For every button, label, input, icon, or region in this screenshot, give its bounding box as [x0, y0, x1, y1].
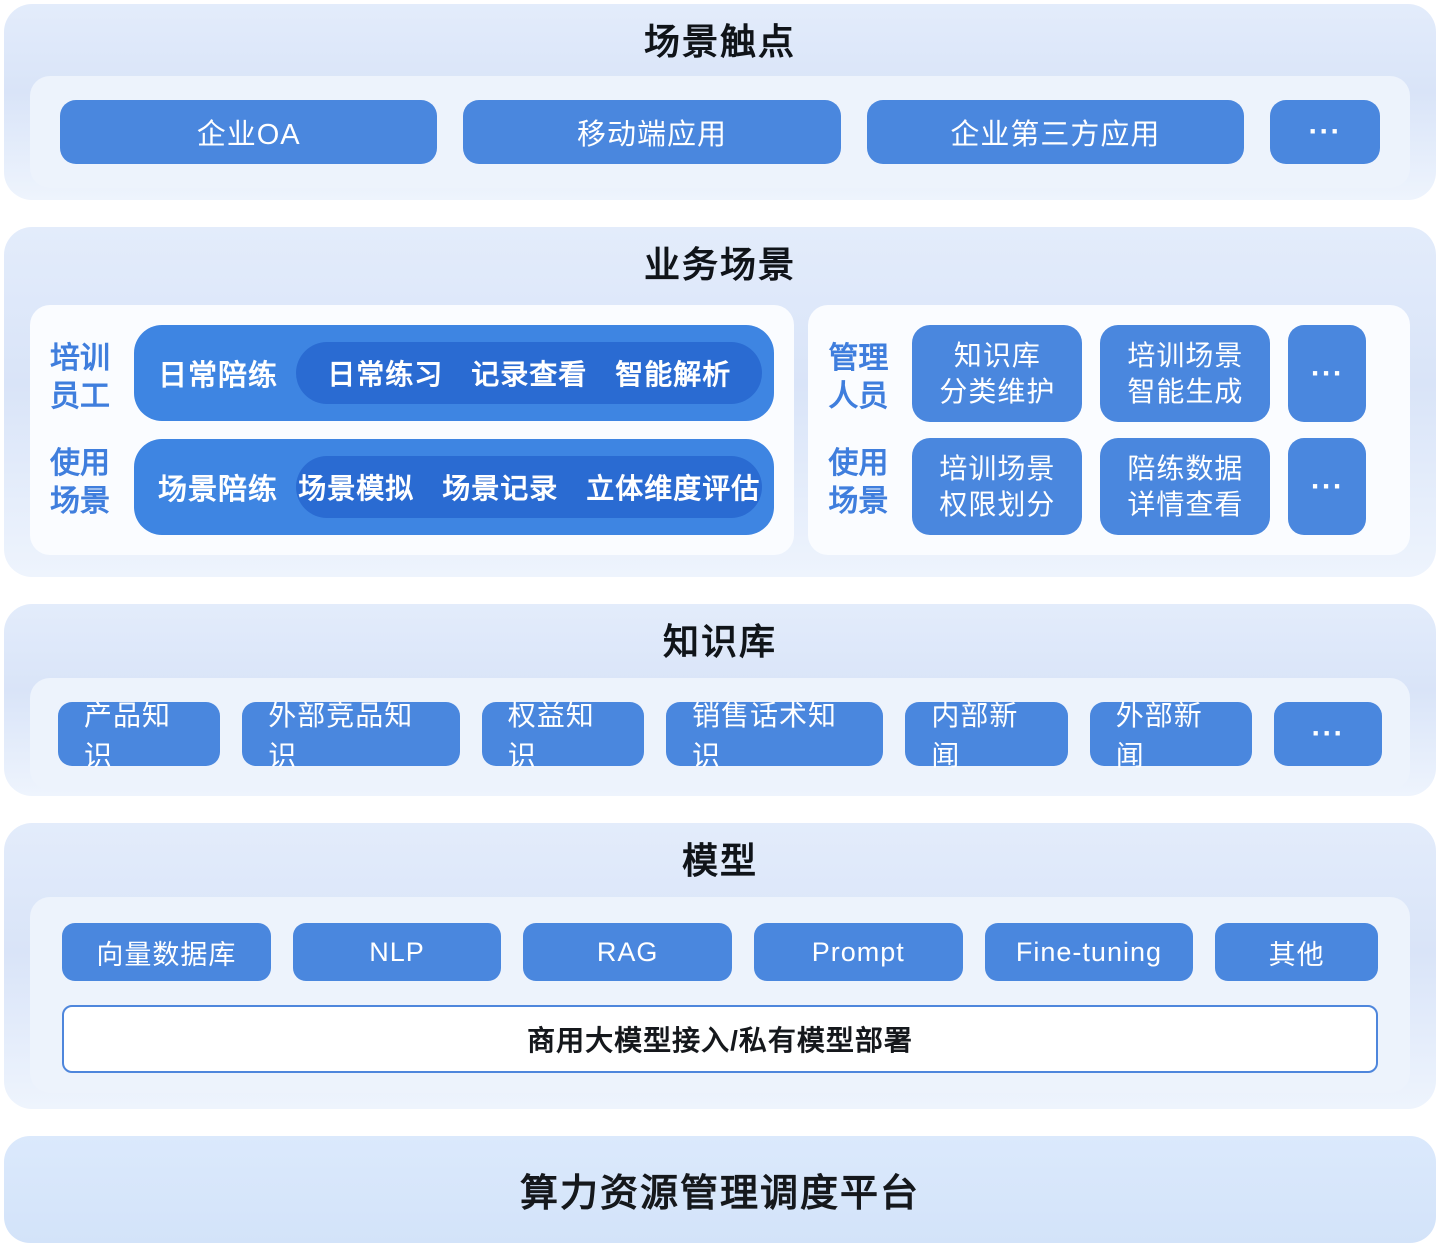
item-scene-record: 场景记录: [442, 473, 559, 504]
manager-rows: 知识库 分类维护 培训场景 智能生成 ··· 培训场景 权限划分: [912, 325, 1390, 535]
scene-sparring-items: 场景模拟 场景记录 立体维度评估: [296, 456, 763, 518]
block-line: 陪练数据: [1127, 452, 1244, 484]
block-internal-news: 内部新闻: [905, 700, 1068, 771]
section-touchpoints: 场景触点 企业OA 移动端应用 企业第三方应用 ···: [4, 4, 1436, 214]
item-daily-practice: 日常练习: [327, 359, 444, 390]
section-title-compute-platform: 算力资源管理调度平台: [519, 1173, 920, 1215]
block-sales-script-knowledge: 销售话术知识: [665, 700, 884, 771]
label-line: 培训: [50, 341, 110, 375]
daily-sparring-pill: 日常陪练 日常练习 记录查看 智能解析: [134, 325, 775, 421]
item-smart-analysis: 智能解析: [615, 359, 732, 390]
block-external-news: 外部新闻: [1089, 700, 1252, 771]
section-knowledge-base: 知识库 产品知识 外部竞品知识 权益知识 销售话术知识 内部新闻 外部新闻 ··…: [4, 604, 1436, 810]
training-staff-label: 培训 员工 使用 场景: [50, 325, 120, 535]
label-line: 使用: [50, 446, 110, 480]
section-compute-platform: 算力资源管理调度平台: [4, 1136, 1436, 1243]
block-third-party-app: 企业第三方应用: [866, 100, 1244, 164]
block-line: 权限划分: [939, 488, 1056, 520]
touchpoints-panel: 企业OA 移动端应用 企业第三方应用 ···: [30, 76, 1410, 188]
label-usage-scene: 使用 场景: [828, 445, 898, 521]
business-groups: 培训 员工 使用 场景 日常陪练 日常练习 记录查看 智能解析: [30, 305, 1410, 555]
training-pill-rows: 日常陪练 日常练习 记录查看 智能解析 场景陪练 场景模拟 场景记录 立体维度评…: [134, 325, 775, 535]
ellipsis-manager-row-1: ···: [1288, 325, 1367, 422]
block-line: 智能生成: [1127, 375, 1244, 407]
manager-row-2: 培训场景 权限划分 陪练数据 详情查看 ···: [912, 438, 1390, 535]
label-line: 员工: [50, 379, 110, 413]
block-kb-category-maintenance: 知识库 分类维护: [912, 325, 1083, 422]
block-vector-database: 向量数据库: [62, 923, 271, 981]
block-scene-permission: 培训场景 权限划分: [912, 438, 1083, 535]
label-line: 场景: [50, 484, 110, 518]
block-line: 培训场景: [1127, 339, 1244, 371]
section-business-scenarios: 业务场景 培训 员工 使用 场景 日常陪练: [4, 227, 1436, 591]
knowledge-panel: 产品知识 外部竞品知识 权益知识 销售话术知识 内部新闻 外部新闻 ···: [30, 678, 1410, 790]
block-mobile-app: 移动端应用: [463, 100, 841, 164]
block-enterprise-oa: 企业OA: [60, 100, 438, 164]
label-manager: 管理 人员: [828, 340, 898, 416]
label-line: 人员: [828, 379, 889, 413]
scene-sparring-label: 场景陪练: [158, 474, 279, 506]
block-product-knowledge: 产品知识: [58, 700, 221, 771]
ellipsis-touchpoints: ···: [1269, 100, 1380, 164]
daily-sparring-items: 日常练习 记录查看 智能解析: [296, 342, 763, 404]
manager-row-1: 知识库 分类维护 培训场景 智能生成 ···: [912, 325, 1390, 422]
section-title-touchpoints: 场景触点: [643, 21, 796, 62]
block-prompt: Prompt: [753, 923, 963, 981]
block-line: 分类维护: [939, 375, 1056, 407]
block-sparring-data-detail: 陪练数据 详情查看: [1100, 438, 1271, 535]
label-line: 使用: [828, 446, 889, 480]
block-scene-smart-generation: 培训场景 智能生成: [1100, 325, 1271, 422]
label-usage-scene: 使用 场景: [50, 445, 120, 521]
item-record-view: 记录查看: [471, 359, 588, 390]
llm-access-bar: 商用大模型接入/私有模型部署: [62, 1005, 1378, 1073]
training-staff-group: 培训 员工 使用 场景 日常陪练 日常练习 记录查看 智能解析: [30, 305, 795, 555]
scene-sparring-pill: 场景陪练 场景模拟 场景记录 立体维度评估: [134, 439, 775, 535]
section-models: 模型 向量数据库 NLP RAG Prompt Fine-tuning 其他 商…: [4, 823, 1436, 1123]
block-line: 培训场景: [939, 452, 1056, 484]
item-multidimensional-eval: 立体维度评估: [586, 473, 761, 504]
block-fine-tuning: Fine-tuning: [984, 923, 1194, 981]
label-training-staff: 培训 员工: [50, 340, 120, 416]
section-title-models: 模型: [681, 840, 758, 881]
section-title-business: 业务场景: [643, 244, 796, 285]
label-line: 管理: [828, 341, 889, 375]
manager-group: 管理 人员 使用 场景 知识库 分类维护: [808, 305, 1410, 555]
block-benefit-knowledge: 权益知识: [481, 700, 644, 771]
block-nlp: NLP: [292, 923, 502, 981]
manager-label: 管理 人员 使用 场景: [828, 325, 898, 535]
ellipsis-knowledge: ···: [1273, 702, 1382, 766]
daily-sparring-label: 日常陪练: [158, 360, 279, 392]
block-rag: RAG: [523, 923, 732, 981]
ellipsis-manager-row-2: ···: [1288, 438, 1367, 535]
block-others: 其他: [1215, 923, 1379, 981]
block-line: 详情查看: [1127, 488, 1244, 520]
label-line: 场景: [828, 484, 889, 518]
block-competitor-knowledge: 外部竞品知识: [242, 700, 460, 771]
item-scene-simulation: 场景模拟: [298, 473, 415, 504]
models-row: 向量数据库 NLP RAG Prompt Fine-tuning 其他: [62, 923, 1379, 981]
models-panel: 向量数据库 NLP RAG Prompt Fine-tuning 其他 商用大模…: [30, 897, 1410, 1093]
block-line: 知识库: [953, 339, 1041, 371]
section-title-knowledge: 知识库: [662, 621, 777, 662]
